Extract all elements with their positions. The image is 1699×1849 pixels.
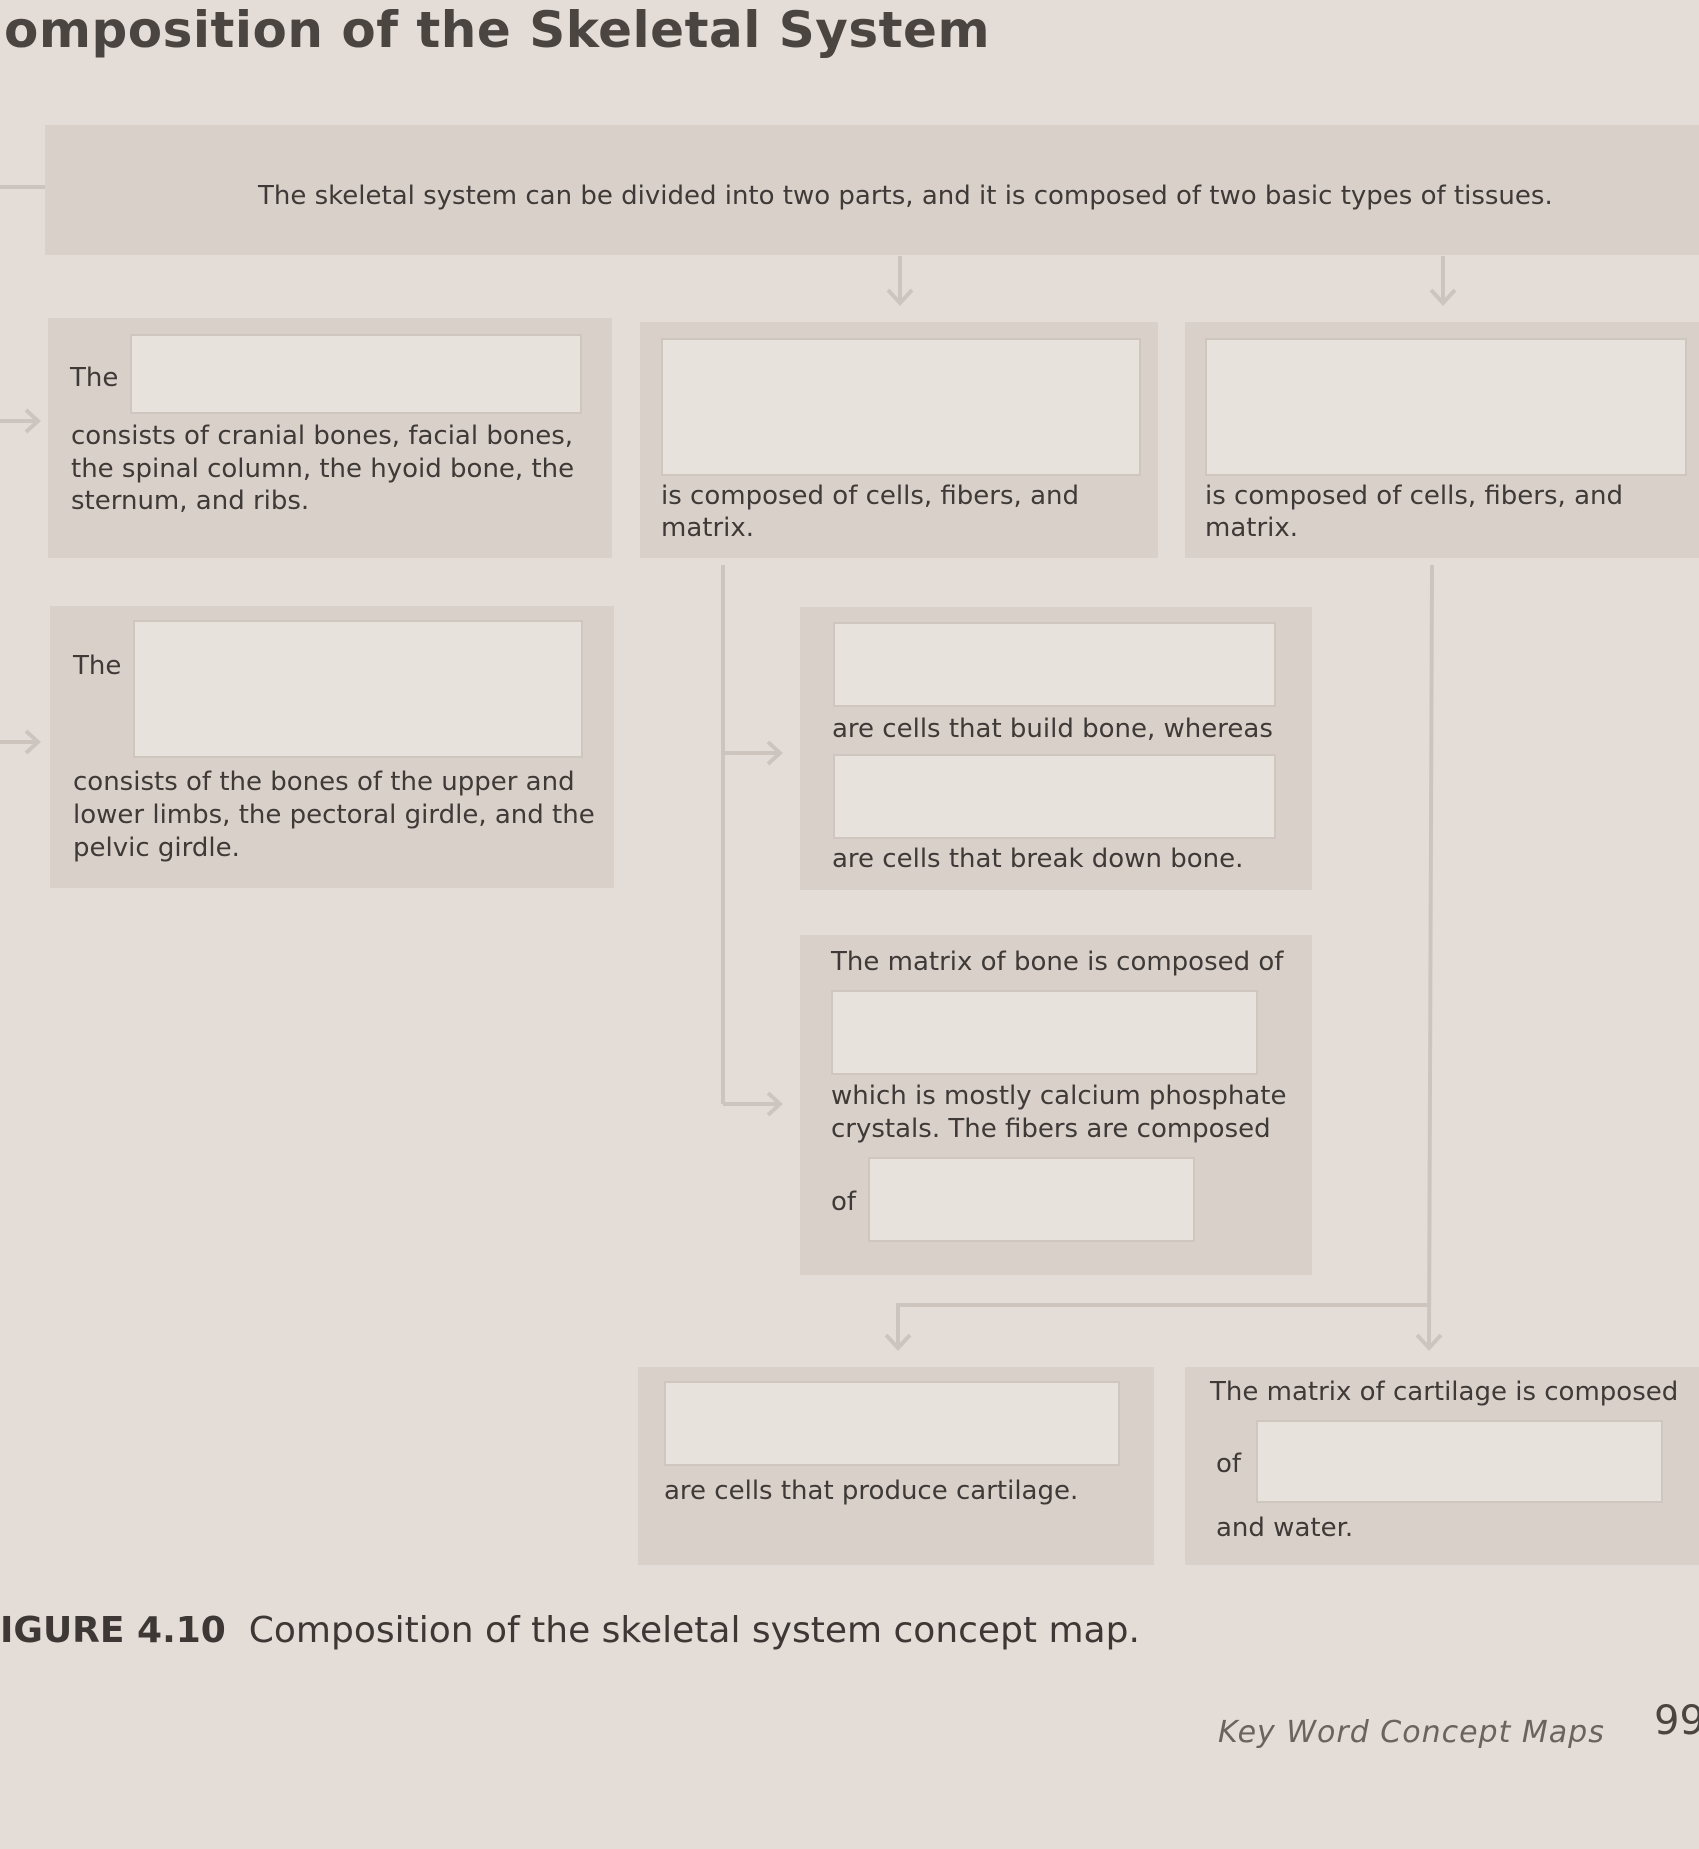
arrowhead-bone-tissue (886, 288, 914, 306)
bone-matrix-blank[interactable] (831, 990, 1258, 1075)
bone-fibers-of-text: of (831, 1187, 857, 1217)
bone-cells-text-2: are cells that break down bone. (832, 844, 1244, 874)
arrowhead-bone-matrix (766, 1091, 783, 1117)
appendicular-skeleton-blank[interactable] (133, 620, 583, 758)
appendicular-text-line-2: lower limbs, the pectoral girdle, and th… (73, 800, 595, 830)
page-title: omposition of the Skeletal System (4, 1, 991, 59)
arrowhead-axial (24, 408, 41, 434)
cartilage-branch-line (896, 1303, 1429, 1308)
cartilage-matrix-of-text: of (1216, 1449, 1242, 1479)
bone-fibers-blank[interactable] (868, 1157, 1195, 1242)
figure-label: IGURE 4.10 (0, 1610, 226, 1651)
osteoclasts-blank[interactable] (833, 754, 1276, 839)
arrowhead-cartilage-tissue (1429, 288, 1457, 306)
figure-caption: IGURE 4.10 Composition of the skeletal s… (0, 1613, 1140, 1649)
bone-tissue-line-1: is composed of cells, fibers, and (661, 481, 1079, 511)
appendicular-text-line-3: pelvic girdle. (73, 833, 240, 863)
axial-text-line-3: sternum, and ribs. (71, 486, 310, 516)
footer-section-title: Key Word Concept Maps (1218, 1715, 1605, 1750)
cartilage-cells-text: are cells that produce cartilage. (664, 1476, 1079, 1506)
bone-tissue-line-2: matrix. (661, 513, 755, 543)
axial-text-line-1: consists of cranial bones, facial bones, (71, 421, 574, 451)
appendicular-text-line-1: consists of the bones of the upper and (73, 767, 575, 797)
cartilage-matrix-text-1: The matrix of cartilage is composed (1210, 1377, 1679, 1407)
cartilage-matrix-blank[interactable] (1256, 1420, 1663, 1503)
page-number: 99 (1654, 1698, 1699, 1744)
arrowhead-bone-cells (766, 740, 783, 766)
arrowhead-cartilage-cells (884, 1333, 912, 1351)
arrowhead-cartilage-matrix (1415, 1333, 1443, 1351)
cartilage-tissue-blank[interactable] (1205, 338, 1687, 476)
cartilage-trunk-line (1427, 564, 1434, 1346)
axial-skeleton-blank[interactable] (130, 334, 582, 414)
figure-caption-text: Composition of the skeletal system conce… (248, 1610, 1140, 1651)
appendicular-lead-text: The (73, 651, 122, 681)
bone-tissue-blank[interactable] (661, 338, 1141, 476)
chondrocytes-blank[interactable] (664, 1381, 1120, 1466)
axial-lead-text: The (70, 363, 119, 393)
bone-matrix-text-2-line-2: crystals. The fibers are composed (831, 1114, 1271, 1144)
top-box (45, 125, 1699, 255)
cartilage-matrix-text-2: and water. (1216, 1513, 1354, 1543)
bone-matrix-text-1: The matrix of bone is composed of (831, 947, 1284, 977)
osteoblasts-blank[interactable] (833, 622, 1276, 707)
arrowhead-appendicular (24, 729, 41, 755)
top-box-text: The skeletal system can be divided into … (258, 181, 1553, 211)
bone-matrix-text-2-line-1: which is mostly calcium phosphate (831, 1081, 1287, 1111)
bone-cells-text-1: are cells that build bone, whereas (832, 714, 1273, 744)
cartilage-tissue-line-2: matrix. (1205, 513, 1299, 543)
cartilage-tissue-line-1: is composed of cells, fibers, and (1205, 481, 1623, 511)
axial-text-line-2: the spinal column, the hyoid bone, the (71, 454, 575, 484)
